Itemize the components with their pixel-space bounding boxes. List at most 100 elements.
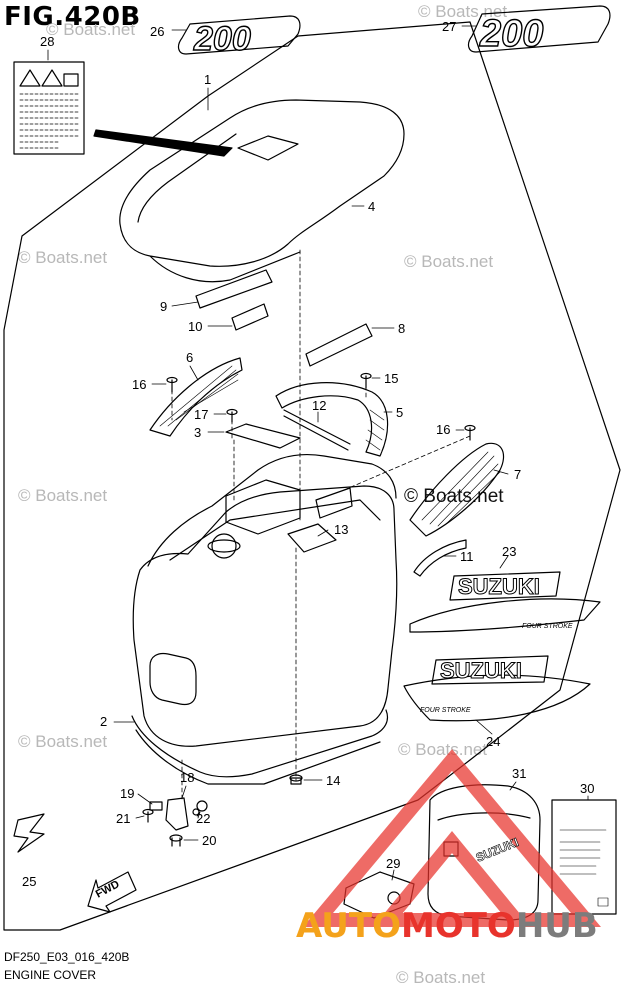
label-text-lines xyxy=(19,93,79,149)
brand-moto: MOTO xyxy=(400,906,516,946)
seal-strip-11 xyxy=(413,539,467,577)
callout-17: 17 xyxy=(194,407,208,422)
seal-strip-10 xyxy=(231,303,269,331)
callout-23: 23 xyxy=(502,544,516,559)
label-leader-lines xyxy=(47,25,589,881)
latch-pin-19 xyxy=(149,801,163,811)
latch-hook-18 xyxy=(165,797,189,831)
fwd-text: FWD xyxy=(94,878,122,900)
top-cover-vent xyxy=(237,135,299,161)
side-decal-23-brand: SUZUKI xyxy=(458,574,540,599)
callout-labels: 1 2 3 4 5 6 7 8 9 10 11 12 13 14 15 16 1… xyxy=(22,19,594,889)
callout-26: 26 xyxy=(150,24,164,39)
callout-5: 5 xyxy=(396,405,403,420)
figure-title: FIG.420B xyxy=(4,2,141,32)
model-decal-left-outline xyxy=(177,15,301,55)
callout-3: 3 xyxy=(194,425,201,440)
callout-2: 2 xyxy=(100,714,107,729)
grommet-14 xyxy=(289,774,303,785)
model-decal-left-text: 200 xyxy=(193,20,251,58)
top-cover xyxy=(119,99,405,267)
automotohub-watermark: AUTOMOTOHUB xyxy=(296,906,598,946)
figure-caption: ENGINE COVER xyxy=(4,968,97,982)
callout-24: 24 xyxy=(486,734,500,749)
side-grille-6 xyxy=(149,357,243,437)
model-decal-right-text: 200 xyxy=(479,13,543,55)
lower-cover-seal xyxy=(135,729,381,785)
callout-16-left: 16 xyxy=(132,377,146,392)
seal-strip-9 xyxy=(195,269,273,309)
suzuki-logo-25 xyxy=(13,813,45,853)
filler-cap xyxy=(211,533,237,559)
bolt-22 xyxy=(192,800,208,816)
callout-22: 22 xyxy=(196,811,210,826)
lower-cover-top-rim xyxy=(147,453,397,567)
watermark-boats-net: © Boats.net xyxy=(404,252,494,271)
callout-25: 25 xyxy=(22,874,36,889)
watermark-boats-net: © Boats.net xyxy=(18,486,108,505)
brand-triangle-logo xyxy=(303,749,601,927)
callout-4: 4 xyxy=(368,199,375,214)
callout-28: 28 xyxy=(40,34,54,49)
watermark-boats-net: © Boats.net xyxy=(18,732,108,751)
callout-11: 11 xyxy=(460,549,474,564)
callout-10: 10 xyxy=(188,319,202,334)
rear-grille-hatching xyxy=(365,409,385,451)
arrow-to-cover xyxy=(93,129,233,157)
seal-strip-12-edge xyxy=(283,415,349,451)
callout-21: 21 xyxy=(116,811,130,826)
callout-6: 6 xyxy=(186,350,193,365)
screw-15 xyxy=(360,372,372,389)
callout-20: 20 xyxy=(202,833,216,848)
callout-27: 27 xyxy=(442,19,456,34)
callout-14: 14 xyxy=(326,773,340,788)
inner-bracket xyxy=(315,487,353,519)
watermark-boats-net: © Boats.net xyxy=(418,2,508,21)
rear-grille-5 xyxy=(275,382,389,457)
callout-30: 30 xyxy=(580,781,594,796)
model-code: DF250_E03_016_420B xyxy=(4,950,130,964)
callout-7: 7 xyxy=(514,467,521,482)
side-decal-24-brand: SUZUKI xyxy=(440,658,522,683)
cover-bag-brand: SUZUKI xyxy=(474,835,521,865)
callout-31: 31 xyxy=(512,766,526,781)
bracket-3 xyxy=(225,423,301,449)
lower-cover-body xyxy=(132,485,398,747)
bag-seam xyxy=(437,812,531,821)
lower-cover-inner-wall xyxy=(169,499,381,561)
filler-cap-rim xyxy=(207,539,241,553)
grille-7-hatching xyxy=(421,451,501,527)
brand-hub: HUB xyxy=(515,906,598,946)
top-cover-edge xyxy=(149,251,301,283)
callout-15: 15 xyxy=(384,371,398,386)
callout-16-right: 16 xyxy=(436,422,450,437)
model-decal-right-outline xyxy=(467,5,611,53)
watermark-boats-net: © Boats.net xyxy=(396,968,486,987)
intake-opening xyxy=(225,479,301,535)
warning-triangle-1 xyxy=(19,69,41,87)
brand-auto: AUTO xyxy=(296,906,401,946)
washer-20 xyxy=(169,834,183,847)
lower-cover-base xyxy=(131,709,389,778)
manual-text-lines xyxy=(559,829,609,907)
service-window xyxy=(149,652,197,706)
side-decal-24-four-stroke: FOUR STROKE xyxy=(420,707,471,714)
watermark-boats-net: © Boats.net xyxy=(46,20,136,39)
screw-16-left xyxy=(166,376,178,393)
callout-13: 13 xyxy=(334,522,348,537)
latch-plate-13 xyxy=(287,523,337,553)
side-decal-24-stripe xyxy=(403,674,591,722)
top-cover-inner-line xyxy=(137,133,237,223)
side-decal-23-four-stroke: FOUR STROKE xyxy=(522,623,573,630)
warning-triangle-2 xyxy=(41,69,63,87)
assembly-leader-lines xyxy=(171,249,471,801)
callout-18: 18 xyxy=(180,770,194,785)
fwd-arrow xyxy=(87,871,137,913)
callout-9: 9 xyxy=(160,299,167,314)
screw-21 xyxy=(142,808,154,823)
seal-strip-8 xyxy=(305,323,373,367)
callout-19: 19 xyxy=(120,786,134,801)
watermark-boats-net: © Boats.net xyxy=(18,248,108,267)
